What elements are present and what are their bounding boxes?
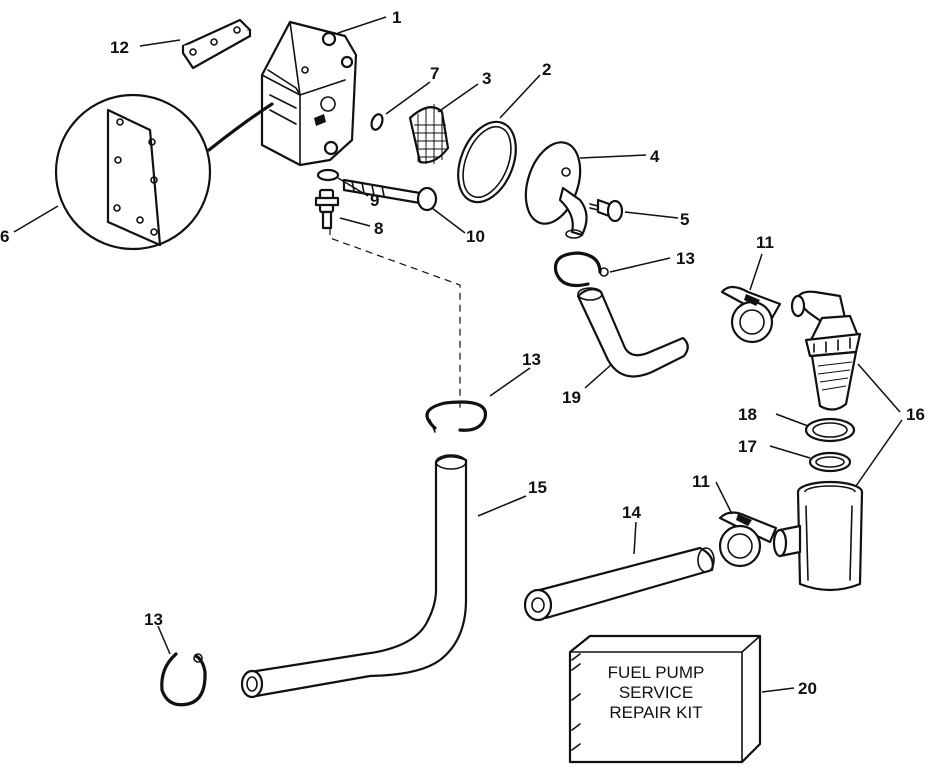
- kit-label-line3: REPAIR KIT: [609, 703, 702, 722]
- callout-14: 14: [622, 503, 641, 522]
- callout-11-upper: 11: [756, 233, 774, 252]
- callout-18: 18: [738, 405, 757, 424]
- callout-10: 10: [466, 227, 485, 246]
- part-13-clip-middle: [425, 400, 488, 433]
- part-16-filter-bowl: [772, 480, 864, 592]
- callout-13-upper: 13: [676, 249, 695, 268]
- part-16-filter-elbow: [790, 290, 862, 411]
- part-4-pump-cover: [524, 141, 588, 239]
- callout-17: 17: [738, 437, 757, 456]
- callout-9: 9: [370, 191, 379, 210]
- callout-13-lower: 13: [144, 610, 163, 629]
- callout-8: 8: [374, 219, 383, 238]
- callout-19: 19: [562, 388, 581, 407]
- part-2-large-o-ring: [457, 120, 517, 204]
- callout-12: 12: [110, 38, 129, 57]
- callout-7: 7: [430, 64, 439, 83]
- part-17-o-ring: [808, 451, 852, 473]
- callout-13-middle: 13: [522, 350, 541, 369]
- callout-11-lower: 11: [692, 472, 710, 491]
- part-14-straight-hose: [523, 546, 715, 622]
- part-12-gasket-plate: [181, 18, 252, 70]
- callout-15: 15: [528, 478, 547, 497]
- callout-2: 2: [542, 60, 551, 79]
- callout-5: 5: [680, 210, 689, 229]
- callout-16: 16: [906, 405, 925, 424]
- routing-dashed-line: [329, 228, 461, 408]
- callout-20: 20: [798, 679, 817, 698]
- kit-label-line2: SERVICE: [619, 683, 693, 702]
- part-1-fuel-pump-body: [260, 20, 358, 167]
- leader-lines: [13, 16, 903, 693]
- callout-4: 4: [650, 147, 660, 166]
- callout-1: 1: [392, 8, 401, 27]
- part-5-screw: [589, 198, 624, 223]
- part-6-gasket-inset: [54, 93, 274, 251]
- part-13-clip-upper: [553, 251, 609, 288]
- part-19-curved-hose: [576, 287, 689, 378]
- kit-label-line1: FUEL PUMP: [608, 663, 705, 682]
- part-9-o-ring: [316, 168, 340, 182]
- part-18-seal-ring: [804, 417, 856, 443]
- part-11-clamp-upper: [720, 285, 782, 344]
- callout-6: 6: [0, 227, 9, 246]
- part-10-bolt: [342, 178, 438, 212]
- callout-numbers: 1 12 7 3 2 4 5 6 9 8 10 13 11 19 13 18 1…: [0, 8, 925, 698]
- part-15-long-hose: [240, 454, 468, 699]
- part-3-filter-screen: [408, 104, 450, 164]
- part-8-fitting: [314, 188, 340, 230]
- part-13-clip-lower: [160, 652, 207, 707]
- part-7-small-o-ring: [370, 113, 384, 131]
- part-11-clamp-lower: [718, 511, 778, 568]
- callout-3: 3: [482, 69, 491, 88]
- part-20-repair-kit-box: FUEL PUMP SERVICE REPAIR KIT: [568, 634, 762, 764]
